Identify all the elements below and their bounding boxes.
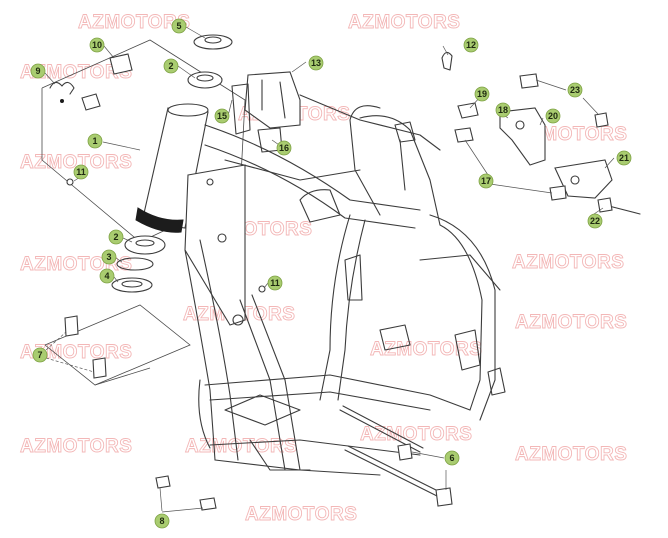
- frame: [135, 94, 506, 476]
- callout-number: 9: [35, 66, 40, 76]
- callout-6: 6: [444, 450, 460, 466]
- callout-17: 17: [478, 173, 494, 189]
- callout-number: 20: [548, 111, 558, 121]
- watermark: AZMOTORS: [370, 339, 482, 360]
- head-cap: [193, 34, 233, 50]
- watermark: AZMOTORS: [515, 444, 627, 465]
- watermark: AZMOTORS: [360, 424, 472, 445]
- callout-8: 8: [154, 513, 170, 529]
- spacer: [64, 315, 79, 337]
- callout-number: 18: [498, 105, 508, 115]
- callout-number: 11: [270, 278, 280, 288]
- callout-9: 9: [30, 63, 46, 79]
- bolt: [597, 197, 613, 213]
- callout-1: 1: [87, 133, 103, 149]
- pin: [199, 497, 217, 511]
- callout-number: 10: [92, 40, 102, 50]
- watermark: AZMOTORS: [512, 252, 624, 273]
- cable-clip: [441, 51, 453, 71]
- callout-19: 19: [474, 86, 490, 102]
- callout-4: 4: [99, 268, 115, 284]
- callouts: 1 2 2 3 4 5 6 7 8 9 10 11 11 12 13 15 16…: [30, 18, 632, 529]
- callout-number: 2: [168, 61, 173, 71]
- callout-10: 10: [89, 37, 105, 53]
- bolt: [519, 73, 539, 89]
- callout-2-top: 2: [163, 58, 179, 74]
- dust-ring: [111, 277, 153, 293]
- watermark: AZMOTORS: [78, 12, 190, 33]
- callout-number: 22: [590, 216, 600, 226]
- bolt: [594, 112, 609, 128]
- watermark: AZMOTORS: [20, 152, 132, 173]
- spacer: [92, 357, 107, 379]
- bearing-bottom: [124, 235, 166, 255]
- callout-number: 2: [113, 232, 118, 242]
- callout-15: 15: [214, 108, 230, 124]
- electrical-bracket: [244, 71, 301, 129]
- seal-ring: [116, 257, 154, 271]
- callout-number: 4: [104, 271, 109, 281]
- watermark: AZMOTORS: [20, 436, 132, 457]
- callout-number: 19: [477, 89, 487, 99]
- callout-number: 7: [37, 350, 42, 360]
- callout-12: 12: [463, 37, 479, 53]
- callout-number: 23: [570, 85, 580, 95]
- callout-number: 16: [279, 143, 289, 153]
- bolt: [457, 102, 479, 119]
- bearing-top: [187, 71, 223, 89]
- mount-bracket: [499, 107, 546, 166]
- watermark: AZMOTORS: [348, 12, 460, 33]
- callout-number: 12: [466, 40, 476, 50]
- callout-13: 13: [308, 55, 324, 71]
- watermark: AZMOTORS: [515, 312, 627, 333]
- callout-3: 3: [101, 249, 117, 265]
- callout-number: 6: [449, 453, 454, 463]
- callout-11-left: 11: [73, 164, 89, 180]
- callout-number: 1: [92, 136, 97, 146]
- callout-number: 8: [159, 516, 164, 526]
- callout-18: 18: [495, 102, 511, 118]
- wire-clip: [49, 81, 75, 95]
- callout-7: 7: [32, 347, 48, 363]
- watermark: AZMOTORS: [185, 436, 297, 457]
- callout-2-bottom: 2: [108, 229, 124, 245]
- pin: [155, 475, 171, 489]
- watermark: AZMOTORS: [245, 504, 357, 525]
- callout-number: 3: [106, 252, 111, 262]
- bolt: [66, 178, 74, 186]
- bolt: [258, 285, 266, 293]
- callout-23: 23: [567, 82, 583, 98]
- callout-21: 21: [616, 150, 632, 166]
- callout-number: 11: [76, 167, 86, 177]
- callout-16: 16: [276, 140, 292, 156]
- callout-22: 22: [587, 213, 603, 229]
- callout-number: 13: [311, 58, 321, 68]
- watermark-layer: AZMOTORS AZMOTORS AZMOTORS AZMOTORS AZMO…: [20, 12, 628, 526]
- callout-number: 17: [481, 176, 491, 186]
- callout-20: 20: [545, 108, 561, 124]
- small-parts: [49, 34, 641, 511]
- callout-11-right: 11: [267, 275, 283, 291]
- nut: [549, 185, 567, 201]
- callout-5: 5: [171, 18, 187, 34]
- callout-number: 5: [176, 21, 181, 31]
- nut: [454, 127, 474, 143]
- callout-number: 15: [217, 111, 227, 121]
- callout-number: 21: [619, 153, 629, 163]
- clamp-part: [109, 53, 133, 75]
